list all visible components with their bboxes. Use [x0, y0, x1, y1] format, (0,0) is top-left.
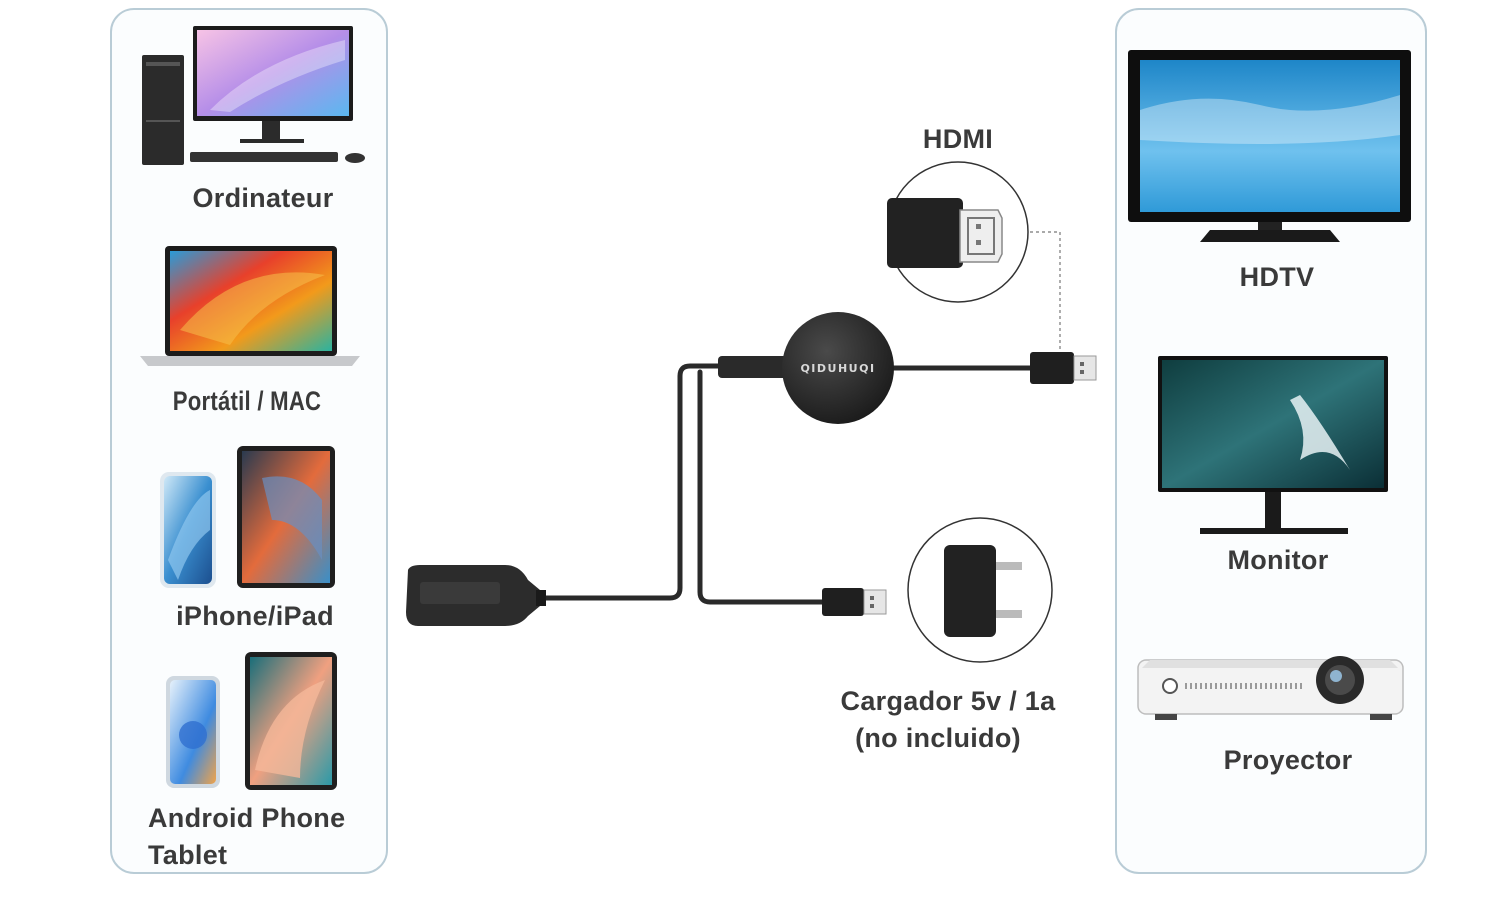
usb-plug-icon [822, 588, 887, 616]
label-hdtv: HDTV [1239, 262, 1315, 292]
iphone-icon [160, 472, 216, 588]
laptop-icon [140, 246, 360, 366]
android-phone-icon [166, 676, 220, 788]
adapter-cables [537, 363, 1035, 605]
label-hdmi: HDMI [922, 124, 994, 154]
label-iphone-ipad: iPhone/iPad [176, 601, 334, 631]
label-charger: Cargador 5v / 1a [840, 686, 1056, 716]
label-portatil-mac: Portátil / MAC [172, 386, 322, 416]
android-tablet-icon [245, 652, 337, 790]
adapter-hub-icon: QIDUHUQI [782, 312, 894, 424]
label-charger-note: (no incluido) [855, 723, 1021, 753]
hdmi-detail-icon [887, 161, 1029, 303]
ipad-icon [237, 446, 335, 588]
label-tablet: Tablet [148, 840, 228, 870]
label-android-phone: Android Phone [148, 803, 346, 833]
label-proyector: Proyector [1223, 745, 1353, 775]
hdtv-icon [1128, 50, 1411, 242]
hdmi-leader-line [1024, 231, 1061, 352]
desktop-computer-icon [142, 26, 365, 165]
charger-detail-icon [907, 517, 1053, 663]
wireless-receiver-icon [406, 565, 546, 626]
hdmi-plug-icon [1030, 352, 1097, 384]
projector-icon [1137, 656, 1404, 720]
monitor-icon [1158, 356, 1388, 534]
brand-logo: QIDUHUQI [800, 362, 875, 375]
label-ordinateur: Ordinateur [192, 183, 334, 213]
label-monitor: Monitor [1227, 545, 1329, 575]
